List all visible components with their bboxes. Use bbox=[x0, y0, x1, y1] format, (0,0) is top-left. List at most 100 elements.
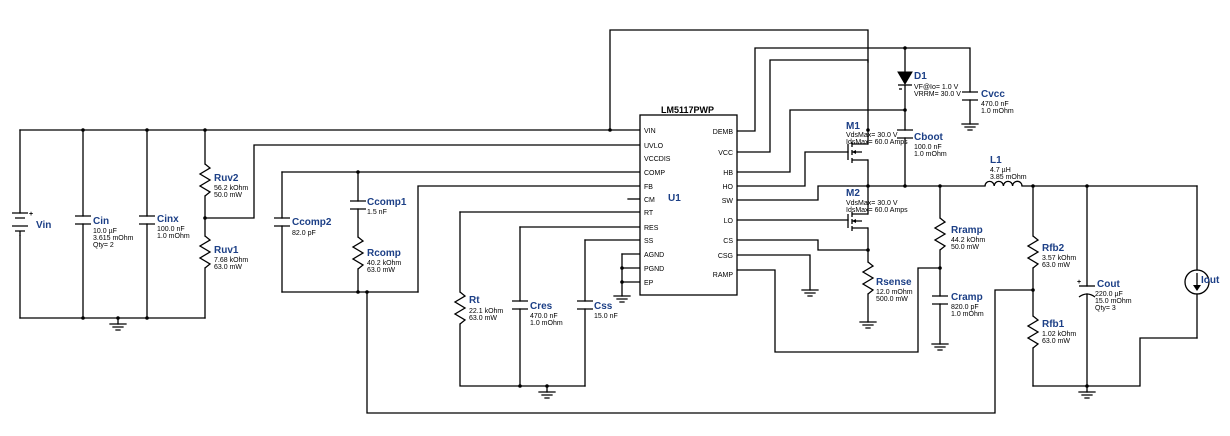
resistor-rt: Rt 22.1 kOhm 63.0 mW bbox=[453, 291, 503, 325]
svg-text:3.615 mOhm: 3.615 mOhm bbox=[93, 235, 134, 242]
svg-text:VF@Io= 1.0 V: VF@Io= 1.0 V bbox=[914, 84, 959, 91]
svg-text:470.0 nF: 470.0 nF bbox=[530, 313, 558, 320]
svg-text:Rt: Rt bbox=[469, 295, 480, 306]
resistor-rfb2: Rfb2 3.57 kOhm 63.0 mW bbox=[1026, 235, 1076, 269]
svg-text:4.7 µH: 4.7 µH bbox=[990, 167, 1011, 174]
svg-text:63.0 mW: 63.0 mW bbox=[214, 264, 242, 271]
svg-text:Cboot: Cboot bbox=[914, 132, 944, 143]
pin-label: CS bbox=[723, 238, 733, 245]
svg-text:Qty= 2: Qty= 2 bbox=[93, 242, 114, 249]
pin-label: HB bbox=[723, 170, 733, 177]
svg-text:Rfb1: Rfb1 bbox=[1042, 319, 1065, 330]
ic-left-pins: VIN UVLO VCCDIS COMP FB CM RT RES SS AGN… bbox=[644, 128, 671, 287]
pin-label: HO bbox=[723, 184, 734, 191]
capacitor-cvcc: Cvcc 470.0 nF 1.0 mOhm bbox=[962, 89, 1014, 115]
svg-text:Rfb2: Rfb2 bbox=[1042, 243, 1065, 254]
svg-text:56.2 kOhm: 56.2 kOhm bbox=[214, 185, 248, 192]
diode-d1: D1 VF@Io= 1.0 V VRRM= 30.0 V bbox=[897, 71, 961, 98]
pin-label: AGND bbox=[644, 252, 664, 259]
resistor-ruv2: Ruv2 56.2 kOhm 50.0 mW bbox=[198, 163, 248, 199]
ground-symbols bbox=[109, 123, 1096, 399]
svg-text:1.0 mOhm: 1.0 mOhm bbox=[157, 233, 190, 240]
junction-dots bbox=[81, 46, 1089, 388]
svg-text:40.2 kOhm: 40.2 kOhm bbox=[367, 260, 401, 267]
svg-text:Cin: Cin bbox=[93, 216, 109, 227]
svg-text:63.0 mW: 63.0 mW bbox=[1042, 262, 1070, 269]
svg-text:1.0 mOhm: 1.0 mOhm bbox=[530, 320, 563, 327]
resistor-ruv1: Ruv1 7.68 kOhm 63.0 mW bbox=[198, 235, 248, 271]
svg-text:Cinx: Cinx bbox=[157, 214, 179, 225]
svg-text:50.0 mW: 50.0 mW bbox=[214, 192, 242, 199]
svg-text:L1: L1 bbox=[990, 155, 1002, 166]
svg-text:Css: Css bbox=[594, 301, 613, 312]
svg-text:1.0 mOhm: 1.0 mOhm bbox=[951, 311, 984, 318]
svg-text:63.0 mW: 63.0 mW bbox=[367, 267, 395, 274]
capacitor-ccomp1: Ccomp1 1.5 nF bbox=[350, 197, 407, 216]
inductor-l1: L1 4.7 µH 3.85 mOhm bbox=[984, 155, 1027, 187]
capacitor-cin: Cin 10.0 µF 3.615 mOhm Qty= 2 bbox=[75, 215, 134, 249]
vin-source: + Vin bbox=[12, 211, 51, 236]
capacitor-ccomp2: Ccomp2 82.0 pF bbox=[274, 217, 332, 237]
svg-text:220.0 µF: 220.0 µF bbox=[1095, 291, 1123, 298]
pin-label: SS bbox=[644, 238, 654, 245]
ic-ref: U1 bbox=[668, 193, 681, 204]
svg-text:M2: M2 bbox=[846, 188, 860, 199]
capacitor-cres: Cres 470.0 nF 1.0 mOhm bbox=[512, 300, 563, 327]
svg-text:10.0 µF: 10.0 µF bbox=[93, 228, 117, 235]
svg-text:1.0 mOhm: 1.0 mOhm bbox=[914, 151, 947, 158]
svg-text:1.02 kOhm: 1.02 kOhm bbox=[1042, 331, 1076, 338]
svg-text:82.0 pF: 82.0 pF bbox=[292, 230, 316, 237]
svg-text:Rcomp: Rcomp bbox=[367, 248, 401, 259]
pin-label: PGND bbox=[644, 266, 664, 273]
svg-text:820.0 pF: 820.0 pF bbox=[951, 304, 979, 311]
pin-label: DEMB bbox=[713, 129, 734, 136]
capacitor-cramp: Cramp 820.0 pF 1.0 mOhm bbox=[932, 292, 984, 318]
ground-icon bbox=[613, 295, 631, 303]
ground-icon bbox=[801, 289, 819, 297]
ic-part-number: LM5117PWP bbox=[661, 105, 714, 115]
svg-text:15.0 nF: 15.0 nF bbox=[594, 313, 618, 320]
svg-text:VRRM= 30.0 V: VRRM= 30.0 V bbox=[914, 91, 961, 98]
resistor-rramp: Rramp 44.2 kOhm 50.0 mW bbox=[933, 217, 985, 251]
resistor-rcomp: Rcomp 40.2 kOhm 63.0 mW bbox=[351, 236, 401, 274]
pin-label: FB bbox=[644, 184, 653, 191]
svg-text:Ccomp1: Ccomp1 bbox=[367, 197, 407, 208]
svg-text:VdsMax= 30.0 V: VdsMax= 30.0 V bbox=[846, 200, 898, 207]
svg-text:+: + bbox=[29, 211, 33, 218]
svg-text:D1: D1 bbox=[914, 71, 927, 82]
pin-label: VCCDIS bbox=[644, 156, 671, 163]
svg-text:63.0 mW: 63.0 mW bbox=[469, 315, 497, 322]
svg-text:Cout: Cout bbox=[1097, 279, 1120, 290]
pin-label: VIN bbox=[644, 128, 656, 135]
pin-label: UVLO bbox=[644, 143, 664, 150]
pin-label: VCC bbox=[718, 150, 733, 157]
capacitor-cinx: Cinx 100.0 nF 1.0 mOhm bbox=[139, 214, 190, 240]
svg-text:VdsMax= 30.0 V: VdsMax= 30.0 V bbox=[846, 132, 898, 139]
svg-text:12.0 mOhm: 12.0 mOhm bbox=[876, 289, 913, 296]
pin-label: RAMP bbox=[713, 272, 734, 279]
ground-icon bbox=[859, 321, 877, 329]
pin-label: SW bbox=[722, 198, 734, 205]
svg-text:470.0 nF: 470.0 nF bbox=[981, 101, 1009, 108]
capacitor-css: Css 15.0 nF bbox=[577, 300, 618, 320]
svg-text:Qty= 3: Qty= 3 bbox=[1095, 305, 1116, 312]
svg-text:Ruv1: Ruv1 bbox=[214, 245, 239, 256]
svg-text:IdsMax= 60.0 Amps: IdsMax= 60.0 Amps bbox=[846, 139, 908, 146]
current-source-iout: Iout bbox=[1184, 269, 1220, 295]
ground-icon bbox=[961, 123, 979, 131]
svg-text:Ccomp2: Ccomp2 bbox=[292, 217, 332, 228]
svg-text:3.85 mOhm: 3.85 mOhm bbox=[990, 174, 1027, 181]
svg-text:IdsMax= 60.0 Amps: IdsMax= 60.0 Amps bbox=[846, 207, 908, 214]
svg-text:Rsense: Rsense bbox=[876, 277, 912, 288]
pin-label: LO bbox=[724, 218, 734, 225]
ground-icon bbox=[538, 391, 556, 399]
ic-u1: LM5117PWP U1 VIN UVLO VCCDIS COMP FB CM … bbox=[639, 105, 738, 296]
svg-text:50.0 mW: 50.0 mW bbox=[951, 244, 979, 251]
wires bbox=[19, 29, 1198, 414]
svg-text:+: + bbox=[1077, 279, 1081, 286]
resistor-rfb1: Rfb1 1.02 kOhm 63.0 mW bbox=[1026, 315, 1076, 349]
svg-text:Cres: Cres bbox=[530, 301, 553, 312]
ground-icon bbox=[931, 343, 949, 351]
ic-right-pins: DEMB VCC HB HO SW LO CS CSG RAMP bbox=[713, 129, 734, 279]
